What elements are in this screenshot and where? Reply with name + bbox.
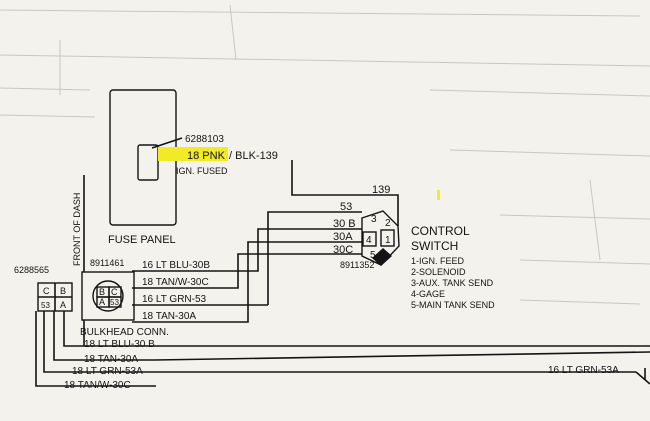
background-ghost-lines: [0, 4, 650, 305]
switch-title-2: SWITCH: [411, 239, 458, 253]
fuse-wire-highlight: [158, 147, 228, 161]
switch-legend-1: 1-IGN. FEED: [411, 256, 465, 266]
left-connector-part-number: 6288565: [14, 265, 49, 275]
wire-label-blu30b: 16 LT BLU-30B: [142, 260, 210, 271]
left-cell-c: C: [43, 286, 50, 296]
switch-pin-4: 4: [366, 235, 372, 246]
left-cell-53: 53: [41, 301, 50, 310]
fuse-part-number: 6288103: [185, 134, 224, 145]
front-of-dash-label: FRONT OF DASH: [72, 193, 82, 266]
switch-pin-5: 5: [370, 250, 376, 261]
circuit-139-label: 139: [372, 184, 390, 196]
lower-wire-tan30a: [53, 311, 155, 361]
fuse-callout-line: [151, 137, 183, 149]
switch-legend-4: 4-GAGE: [411, 289, 445, 299]
lower-wire-grn53a: [43, 311, 636, 373]
left-cell-a: A: [60, 300, 66, 310]
fuse-block: [137, 144, 159, 181]
wire-label-tan30c: 18 TAN/W-30C: [142, 277, 209, 288]
switch-legend-3: 3-AUX. TANK SEND: [411, 278, 494, 288]
left-cell-b: B: [60, 286, 66, 296]
switch-pin-3: 3: [371, 214, 377, 225]
fuse-wire-primary: 18 PNK: [187, 150, 226, 162]
fuse-panel-label: FUSE PANEL: [108, 234, 176, 246]
switch-legend-5: 5-MAIN TANK SEND: [411, 300, 495, 310]
wire-30b: [132, 228, 362, 272]
circuit-30a-label: 30A: [333, 231, 353, 243]
bulkhead-cell-b: B: [99, 287, 105, 297]
fuse-note: IGN. FUSED: [176, 166, 228, 176]
bulkhead-part-number: 8911461: [90, 258, 124, 268]
wire-30a: [132, 241, 362, 323]
wire-30c: [132, 253, 362, 289]
switch-part-number: 8911352: [340, 260, 374, 270]
fuse-wire-alt: / BLK-139: [229, 150, 278, 162]
wire-139: [291, 160, 399, 226]
right-wire-end: [635, 371, 650, 385]
wire-label-grn53: 16 LT GRN-53: [142, 294, 207, 305]
lower-label-tan30a: 18 TAN-30A: [84, 354, 138, 365]
wire-label-tan30a: 18 TAN-30A: [142, 311, 196, 322]
switch-pin-2: 2: [385, 218, 391, 229]
circuit-30c-label: 30C: [333, 244, 353, 256]
circuit-30b-label: 30 B: [333, 218, 356, 230]
lower-wire-blu30b: [63, 311, 650, 347]
switch-legend-2: 2-SOLENOID: [411, 267, 466, 277]
wire-53: [267, 211, 362, 305]
switch-pin-1: 1: [385, 235, 391, 246]
bulkhead-connector: B C A 53: [81, 271, 135, 321]
lower-label-tan30c: 18 TAN/W-30C: [64, 380, 131, 391]
left-connector: C B 53 A: [37, 282, 73, 312]
highlight-marker: [437, 190, 440, 200]
circuit-53-label: 53: [340, 201, 352, 213]
bulkhead-cell-53: 53: [110, 298, 119, 307]
bulkhead-cell-a: A: [99, 297, 105, 307]
lower-label-blu30b: 18 LT BLU-30 B: [84, 339, 155, 350]
right-label-grn53a: 16 LT GRN-53A: [548, 365, 619, 376]
bulkhead-label: BULKHEAD CONN.: [80, 327, 169, 338]
right-edge-line: [154, 351, 650, 361]
lower-label-grn53a: 18 LT GRN-53A: [72, 366, 143, 377]
control-switch-connector: 1 2 3 4 5: [361, 210, 400, 266]
lower-wire-tan30c: [35, 311, 156, 387]
bulkhead-cell-c: C: [111, 287, 118, 297]
switch-title-1: CONTROL: [411, 224, 470, 238]
